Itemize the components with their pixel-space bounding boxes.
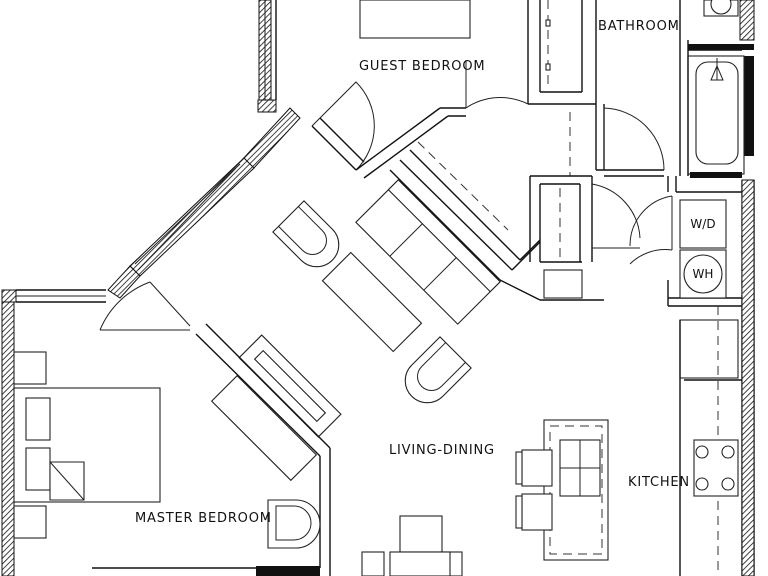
living-furniture xyxy=(238,179,501,576)
bathroom-area xyxy=(569,0,745,178)
room-label-kitchen: KITCHEN xyxy=(628,475,690,490)
wardrobe-wall xyxy=(389,141,604,301)
water-heater-label: WH xyxy=(692,267,714,281)
guest-bedroom-area xyxy=(275,0,597,179)
room-label-guest-bedroom: GUEST BEDROOM xyxy=(359,59,486,74)
room-label-bathroom: BATHROOM xyxy=(598,19,680,34)
kitchen-area xyxy=(515,306,742,576)
room-label-living-dining: LIVING-DINING xyxy=(389,443,495,458)
room-label-master-bedroom: MASTER BEDROOM xyxy=(135,511,272,526)
washer-dryer-label: W/D xyxy=(690,217,716,231)
master-bedroom-area xyxy=(13,281,331,576)
laundry-area xyxy=(529,175,743,307)
